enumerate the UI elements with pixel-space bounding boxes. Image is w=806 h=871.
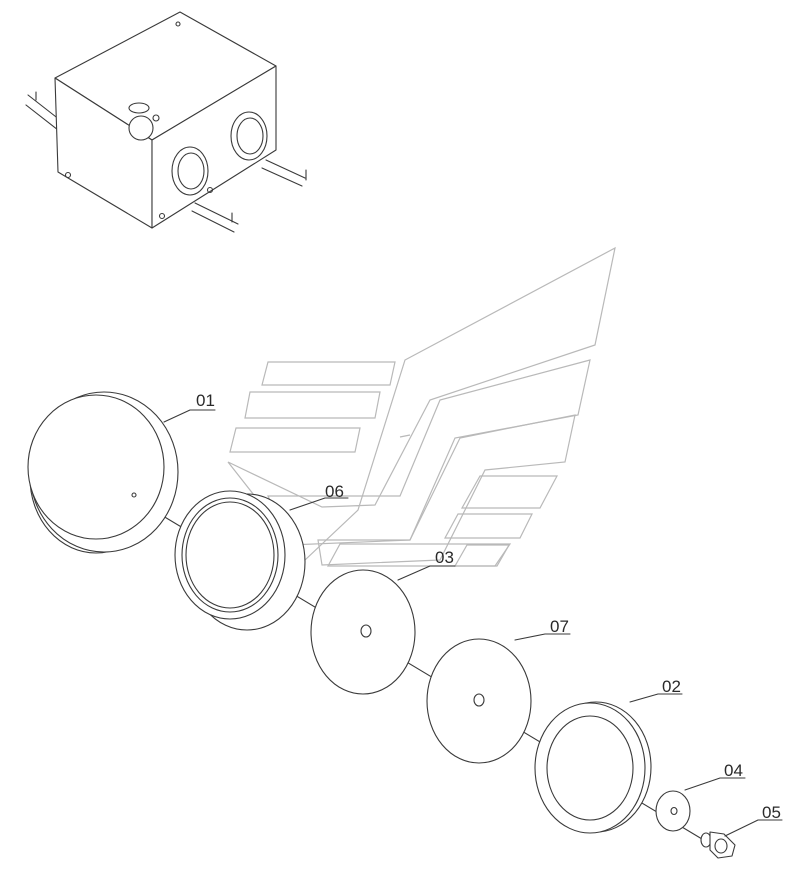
tank-flange-right xyxy=(230,111,268,161)
filler-cap xyxy=(128,102,160,141)
callout-03: 03 xyxy=(435,548,454,567)
tank-pipe-right xyxy=(261,159,307,187)
callout-04: 04 xyxy=(724,761,743,780)
part-04-plate xyxy=(655,790,691,832)
part-03-disc xyxy=(310,569,416,695)
watermark-logo xyxy=(227,246,616,567)
part-05-fitting xyxy=(700,831,736,859)
part-07-disc xyxy=(426,638,532,764)
tank-overview xyxy=(25,11,307,233)
part-06-ring xyxy=(174,490,306,631)
leader-lines xyxy=(163,409,783,837)
callout-06: 06 xyxy=(325,482,344,501)
callout-02: 02 xyxy=(662,677,681,696)
callout-05: 05 xyxy=(762,803,781,822)
callout-07: 07 xyxy=(550,617,569,636)
tank-pipe-left xyxy=(25,91,61,131)
tank-pipe-bottom xyxy=(191,202,239,233)
callout-01: 01 xyxy=(196,391,215,410)
part-02-flange-ring xyxy=(534,701,652,834)
part-01-cover xyxy=(27,391,179,554)
callout-labels: 01 06 03 07 02 04 05 xyxy=(196,391,781,822)
tank-flange-left xyxy=(171,146,209,196)
